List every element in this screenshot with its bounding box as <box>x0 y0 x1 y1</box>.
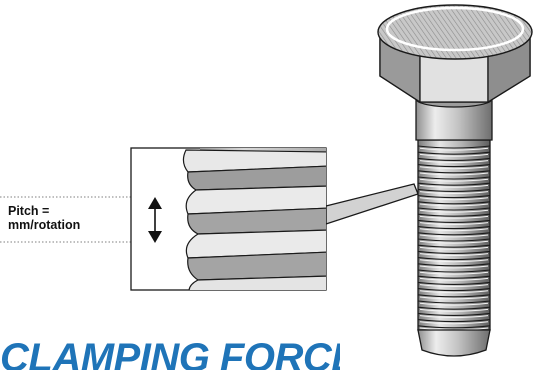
thread-line <box>417 288 491 292</box>
thread-line <box>417 263 491 267</box>
thread-line <box>417 312 491 316</box>
thread-highlight <box>419 209 489 213</box>
thread-highlight <box>419 277 489 281</box>
thread-line <box>417 176 491 180</box>
thread-highlight <box>419 215 489 219</box>
thread-highlight <box>419 259 489 263</box>
thread-highlight <box>419 296 489 300</box>
thread-highlight <box>419 178 489 182</box>
thread-line <box>417 213 491 217</box>
thread-line <box>417 207 491 211</box>
thread-highlight <box>419 302 489 306</box>
thread-highlight <box>419 240 489 244</box>
bolt-tip <box>417 329 491 357</box>
thread-highlight <box>419 234 489 238</box>
thread-highlight <box>419 290 489 294</box>
thread-highlight <box>419 184 489 188</box>
thread-highlight <box>419 203 489 207</box>
thread-line <box>417 201 491 205</box>
thread-line <box>417 281 491 285</box>
thread-line <box>417 238 491 242</box>
thread-line <box>417 319 491 323</box>
thread-highlight <box>419 197 489 201</box>
thread-line <box>417 244 491 248</box>
thread-ridge-2 <box>185 185 326 235</box>
thread-highlight <box>419 315 489 318</box>
thread-line <box>417 269 491 273</box>
thread-highlight <box>419 147 489 151</box>
thread-highlight <box>419 308 489 312</box>
double-arrow-icon <box>148 197 162 243</box>
pitch-label-line-2: mm/rotation <box>8 218 81 232</box>
thread-line <box>417 195 491 199</box>
bolt-threads <box>417 145 491 331</box>
thread-highlight <box>419 153 489 157</box>
thread-highlight <box>419 166 489 170</box>
thread-highlight <box>419 321 489 325</box>
thread-ridge-3 <box>185 229 326 290</box>
thread-line <box>417 325 491 329</box>
thread-ridge-1 <box>182 149 326 191</box>
bolt-hex-head <box>377 4 533 104</box>
thread-line <box>417 151 491 155</box>
thread-highlight <box>419 172 489 176</box>
thread-line <box>417 145 491 149</box>
clamping-force-heading: CLAMPING FORCE <box>0 335 340 370</box>
thread-line <box>417 182 491 186</box>
thread-highlight <box>419 191 489 194</box>
thread-line <box>417 275 491 279</box>
thread-line <box>417 257 491 261</box>
thread-line <box>417 300 491 304</box>
thread-highlight <box>419 253 489 256</box>
thread-line <box>417 226 491 230</box>
thread-line <box>417 164 491 168</box>
bolt <box>377 4 533 357</box>
thread-highlight <box>419 160 489 163</box>
thread-line <box>417 232 491 236</box>
thread-line <box>417 306 491 310</box>
thread-highlight <box>419 284 489 287</box>
thread-highlight <box>419 265 489 269</box>
thread-highlight <box>419 228 489 232</box>
thread-highlight <box>419 246 489 250</box>
thread-highlight <box>419 222 489 225</box>
thread-line <box>417 219 491 223</box>
thread-line <box>417 294 491 298</box>
thread-line <box>417 157 491 161</box>
thread-line <box>417 170 491 174</box>
callout-pointer <box>325 183 419 225</box>
thread-highlight <box>419 271 489 275</box>
thread-line <box>417 188 491 192</box>
thread-line <box>417 250 491 254</box>
pitch-label: Pitch = mm/rotation <box>8 204 80 232</box>
pitch-label-line-1: Pitch = <box>8 204 50 218</box>
heading-text: CLAMPING FORCE <box>0 336 340 370</box>
thread-zoom-inset <box>130 147 327 291</box>
